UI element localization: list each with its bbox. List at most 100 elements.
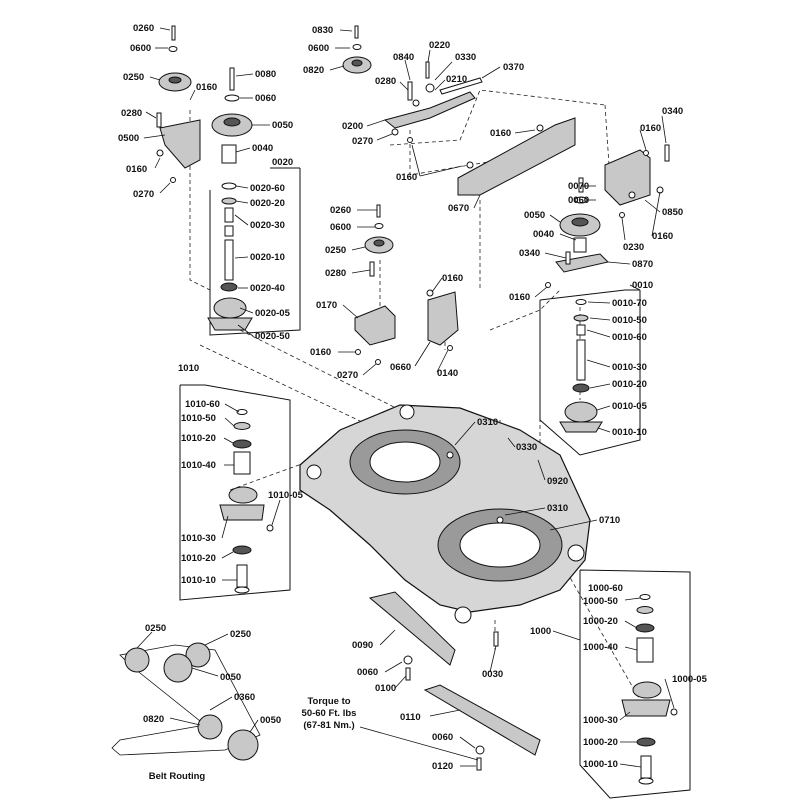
mower-blades: [368, 591, 541, 771]
part-label: 0220: [429, 40, 450, 51]
part-label: 0140: [437, 368, 458, 379]
part-label: 0310: [547, 503, 568, 514]
left-spindle-1010-parts: [219, 409, 274, 594]
part-label: 1010-20: [181, 433, 216, 444]
part-label: 0010-20: [612, 379, 647, 390]
leader-lines: [136, 27, 675, 768]
part-label: 1000-20: [583, 737, 618, 748]
part-label: 0050: [260, 715, 281, 726]
part-label: 1000-05: [672, 674, 708, 685]
part-label: 0030: [482, 669, 503, 680]
part-label: 0020-40: [250, 283, 285, 294]
part-label: 1000-50: [583, 596, 618, 607]
part-label: 1000-60: [588, 583, 623, 594]
part-label: 1010: [178, 363, 199, 374]
part-label: 0020-30: [250, 220, 285, 231]
part-label: 0870: [632, 259, 653, 270]
part-label: 0250: [230, 629, 251, 640]
part-label: 0160: [396, 172, 417, 183]
part-label: 0160: [509, 292, 530, 303]
part-label: 0280: [121, 108, 142, 119]
part-label: 1010-10: [181, 575, 216, 586]
part-label: 0010-30: [612, 362, 647, 373]
part-label: 0050: [220, 672, 241, 683]
part-label: 0500: [118, 133, 139, 144]
part-label: 0100: [375, 683, 396, 694]
part-label: 0020-20: [250, 198, 285, 209]
part-label: 0270: [352, 136, 373, 147]
subassembly-boxes: [179, 167, 691, 799]
part-label: 0080: [255, 69, 276, 80]
belt-routing-caption: Belt Routing: [149, 771, 206, 782]
part-label: 0010-05: [612, 401, 648, 412]
part-label: 1000: [530, 626, 551, 637]
notes: Torque to 50-60 Ft. lbs (67-81 Nm.) Belt…: [149, 696, 357, 782]
mower-deck: [299, 404, 591, 624]
upper-left-pulley-group: [156, 25, 253, 331]
part-label: 0160: [490, 128, 511, 139]
part-label: 0330: [455, 52, 476, 63]
part-label: 0060: [432, 732, 453, 743]
part-label: 0330: [516, 442, 537, 453]
part-label: 0060: [568, 195, 589, 206]
part-label: 0160: [442, 273, 463, 284]
part-label: 0310: [477, 417, 498, 428]
part-label: 0090: [352, 640, 373, 651]
right-pulley-bracket-group: [545, 144, 670, 433]
part-label: 1000-20: [583, 616, 618, 627]
part-label: 0710: [599, 515, 620, 526]
part-label: 1010-50: [181, 413, 216, 424]
part-label: 0160: [126, 164, 147, 175]
part-label: 0040: [533, 229, 554, 240]
part-label: 0280: [325, 268, 346, 279]
part-label: 1010-30: [181, 533, 216, 544]
part-label: 0820: [143, 714, 164, 725]
part-label: 0020-60: [250, 183, 285, 194]
part-label: 0010: [632, 280, 653, 291]
part-label: 0250: [123, 72, 144, 83]
part-label: 0600: [330, 222, 351, 233]
part-label: 0250: [325, 245, 346, 256]
part-label: 1010-20: [181, 553, 216, 564]
part-label: 0200: [342, 121, 363, 132]
part-label: 0120: [432, 761, 453, 772]
part-label: 0060: [255, 93, 276, 104]
part-label: 0060: [357, 667, 378, 678]
part-label: 0260: [330, 205, 351, 216]
part-label: 0830: [312, 25, 333, 36]
part-label: 0250: [145, 623, 166, 634]
part-label: 0010-60: [612, 332, 647, 343]
part-label: 0020-10: [250, 252, 285, 263]
part-label: 0670: [448, 203, 469, 214]
part-label: 0020-50: [255, 331, 290, 342]
part-label: 0600: [130, 43, 151, 54]
part-label: 0010-10: [612, 427, 647, 438]
part-label: 0170: [316, 300, 337, 311]
part-label: 1010-60: [185, 399, 220, 410]
center-pulley-group: [354, 204, 459, 365]
part-label: 0360: [234, 692, 255, 703]
part-label: 0210: [446, 74, 467, 85]
part-label: 1010-05: [268, 490, 304, 501]
part-label: 0070: [568, 181, 589, 192]
part-label: 0050: [272, 120, 293, 131]
part-label: 0040: [252, 143, 273, 154]
part-label: 0850: [662, 207, 683, 218]
part-label: 0010-50: [612, 315, 647, 326]
part-label: 1000-40: [583, 642, 618, 653]
part-label: 0280: [375, 76, 396, 87]
part-label: 0160: [640, 123, 661, 134]
part-labels: 0260 0600 0250 0160 0080 0060 0280 0050 …: [118, 23, 708, 772]
part-label: 1010-40: [181, 460, 216, 471]
part-label: 0010-70: [612, 298, 647, 309]
part-label: 0340: [519, 248, 540, 259]
part-label: 0920: [547, 476, 568, 487]
idler-arm-group: [342, 25, 483, 143]
part-label: 0370: [503, 62, 524, 73]
part-label: 0260: [133, 23, 154, 34]
torque-note-line2: 50-60 Ft. lbs: [302, 708, 357, 719]
part-label: 0160: [310, 347, 331, 358]
part-label: 0160: [196, 82, 217, 93]
belt-guide-bracket: [457, 117, 576, 196]
